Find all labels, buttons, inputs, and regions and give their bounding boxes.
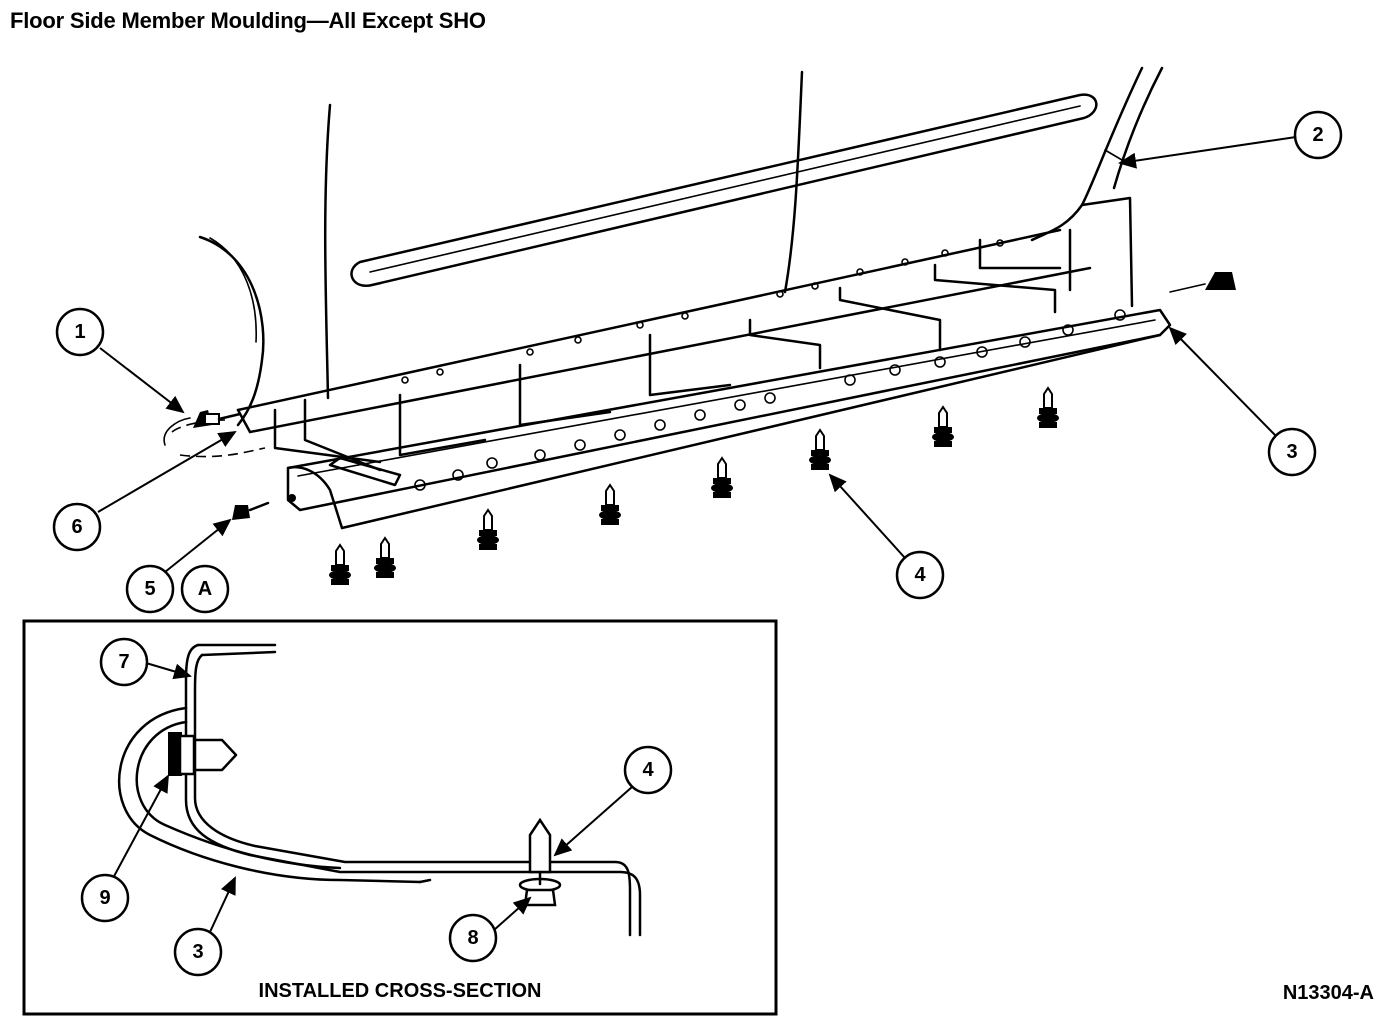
inset-callout-9-label: 9 <box>99 887 110 909</box>
callout-4-label: 4 <box>914 564 926 586</box>
belt-moulding <box>350 93 1098 288</box>
inset-callout-7-label: 7 <box>118 651 129 673</box>
drawing-id: N13304-A <box>1282 982 1374 1004</box>
inset-callout-8-label: 8 <box>467 927 478 949</box>
inset-callout-4-label: 4 <box>642 759 654 781</box>
callout-6-label: 6 <box>71 516 82 538</box>
inset-cross-section <box>22 619 778 1016</box>
callout-5: 5 <box>125 518 232 614</box>
floor-side-member <box>236 228 1092 472</box>
inset-callout-4: 4 <box>553 745 673 857</box>
callout-A-label: A <box>198 578 212 600</box>
floor-side-moulding <box>163 239 1172 530</box>
callout-2: 2 <box>1118 110 1343 169</box>
callout-3-label: 3 <box>1286 441 1297 463</box>
inset-callout-8: 8 <box>448 896 532 963</box>
callout-5-label: 5 <box>144 578 155 600</box>
callout-A: A <box>180 564 230 614</box>
callout-6: 6 <box>52 430 237 552</box>
inset-callout-3: 3 <box>173 876 236 977</box>
inset-caption: INSTALLED CROSS-SECTION <box>258 980 542 1002</box>
callout-2-label: 2 <box>1312 124 1323 146</box>
diagram-title: Floor Side Member Moulding—All Except SH… <box>10 8 486 33</box>
callout-3: 3 <box>1168 326 1317 477</box>
fastener-clips <box>328 387 1060 586</box>
callout-1: 1 <box>55 307 185 414</box>
end-fasteners <box>193 272 1236 520</box>
vehicle-body <box>198 66 1164 427</box>
inset-callout-9: 9 <box>80 774 169 923</box>
callout-1-label: 1 <box>74 321 85 343</box>
callout-4: 4 <box>828 473 945 600</box>
inset-callout-7: 7 <box>99 637 192 687</box>
inset-callout-3-label: 3 <box>192 941 203 963</box>
